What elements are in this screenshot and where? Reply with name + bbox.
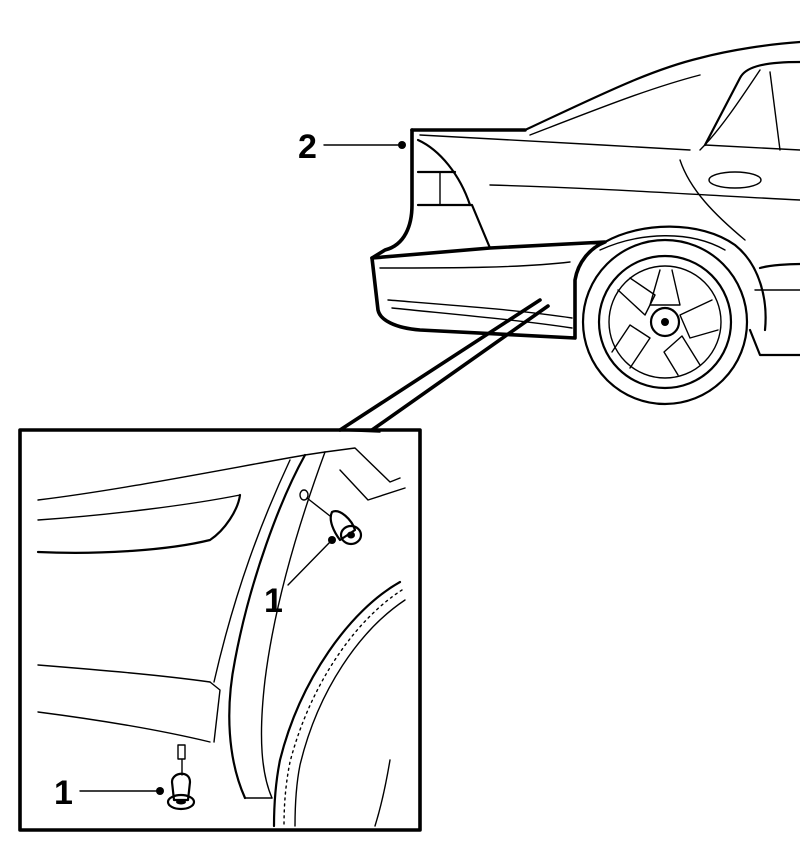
car-overview xyxy=(370,40,800,406)
detail-inset: 1 1 xyxy=(18,428,422,832)
inset-tire-tread xyxy=(283,589,403,827)
zoom-leader xyxy=(338,298,550,432)
tail-light-upper xyxy=(416,138,472,207)
roof-line xyxy=(523,40,800,132)
callout-1-lower-dot xyxy=(156,787,164,795)
callout-1-upper-leader xyxy=(287,541,331,586)
rear-edge-outline xyxy=(370,128,414,260)
inset-bumper-edge xyxy=(228,453,307,800)
callout-2: 2 xyxy=(298,128,406,166)
door-handle xyxy=(708,171,762,189)
clip-lower-icon xyxy=(166,772,196,811)
rear-bumper-outline xyxy=(370,240,607,340)
clip-upper-icon xyxy=(329,510,363,546)
callout-1-lower-label: 1 xyxy=(54,774,73,812)
callout-2-label: 2 xyxy=(298,128,317,166)
tail-light-lower xyxy=(416,203,492,250)
wheel-arch xyxy=(603,225,767,332)
rear-side-window xyxy=(703,60,800,147)
callout-2-dot xyxy=(398,141,406,149)
inset-wheel-arch xyxy=(272,580,402,828)
inset-upper-hole xyxy=(299,489,309,501)
rear-wheel xyxy=(581,238,749,406)
callout-1-upper-dot xyxy=(328,536,336,544)
callout-1-upper-label: 1 xyxy=(264,582,283,620)
callout-1-lower: 1 xyxy=(54,774,164,812)
inset-frame xyxy=(18,428,422,832)
inset-lower-hole xyxy=(177,744,186,760)
inset-reflector xyxy=(36,493,242,554)
callout-1-upper: 1 xyxy=(264,536,336,620)
